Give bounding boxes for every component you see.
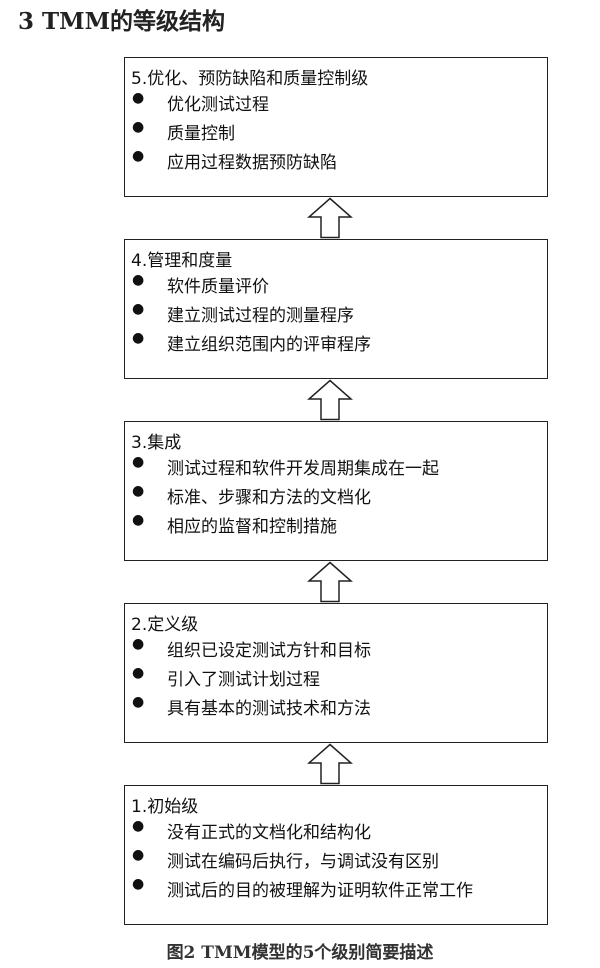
list-item: ● 应用过程数据预防缺陷 bbox=[125, 148, 547, 177]
list-item: ● 没有正式的文档化和结构化 bbox=[125, 818, 547, 847]
list-item: ● 具有基本的测试技术和方法 bbox=[125, 694, 547, 723]
level-box-1: 1.初始级 ● 没有正式的文档化和结构化 ● 测试在编码后执行，与调试没有区别 ● 测… bbox=[124, 785, 548, 925]
bullet-icon: ● bbox=[132, 119, 145, 135]
level-title: 1.初始级 bbox=[131, 797, 199, 817]
list-item: ● 优化测试过程 bbox=[125, 90, 547, 119]
bullet-icon: ● bbox=[132, 847, 145, 863]
level-item-list: ● 软件质量评价 ● 建立测试过程的测量程序 ● 建立组织范围内的评审程序 bbox=[125, 272, 547, 359]
list-item-text: 没有正式的文档化和结构化 bbox=[167, 823, 371, 843]
up-arrow-icon bbox=[307, 743, 353, 785]
list-item-text: 优化测试过程 bbox=[167, 95, 269, 115]
level-box-3: 3.集成 ● 测试过程和软件开发周期集成在一起 ● 标准、步骤和方法的文档化 ● 相应… bbox=[124, 421, 548, 561]
bullet-icon: ● bbox=[132, 272, 145, 288]
level-item-list: ● 测试过程和软件开发周期集成在一起 ● 标准、步骤和方法的文档化 ● 相应的监督和控… bbox=[125, 454, 547, 541]
list-item: ● 组织已设定测试方针和目标 bbox=[125, 636, 547, 665]
list-item: ● 标准、步骤和方法的文档化 bbox=[125, 483, 547, 512]
level-item-list: ● 优化测试过程 ● 质量控制 ● 应用过程数据预防缺陷 bbox=[125, 90, 547, 177]
level-box-4: 4.管理和度量 ● 软件质量评价 ● 建立测试过程的测量程序 ● 建立组织范围内的评审… bbox=[124, 239, 548, 379]
bullet-icon: ● bbox=[132, 483, 145, 499]
level-item-list: ● 没有正式的文档化和结构化 ● 测试在编码后执行，与调试没有区别 ● 测试后的目的被… bbox=[125, 818, 547, 905]
list-item-text: 测试后的目的被理解为证明软件正常工作 bbox=[167, 881, 473, 901]
list-item: ● 质量控制 bbox=[125, 119, 547, 148]
list-item-text: 标准、步骤和方法的文档化 bbox=[167, 488, 371, 508]
up-arrow-icon bbox=[307, 561, 353, 603]
list-item: ● 测试后的目的被理解为证明软件正常工作 bbox=[125, 876, 547, 905]
bullet-icon: ● bbox=[132, 454, 145, 470]
bullet-icon: ● bbox=[132, 512, 145, 528]
up-arrow-icon bbox=[307, 197, 353, 239]
up-arrow-icon bbox=[307, 379, 353, 421]
bullet-icon: ● bbox=[132, 148, 145, 164]
level-box-5: 5.优化、预防缺陷和质量控制级 ● 优化测试过程 ● 质量控制 ● 应用过程数据预防缺… bbox=[124, 57, 548, 197]
bullet-icon: ● bbox=[132, 694, 145, 710]
bullet-icon: ● bbox=[132, 665, 145, 681]
list-item-text: 应用过程数据预防缺陷 bbox=[167, 153, 337, 173]
level-title: 3.集成 bbox=[131, 433, 182, 453]
list-item: ● 建立组织范围内的评审程序 bbox=[125, 330, 547, 359]
bullet-icon: ● bbox=[132, 636, 145, 652]
level-title: 4.管理和度量 bbox=[131, 251, 233, 271]
list-item: ● 软件质量评价 bbox=[125, 272, 547, 301]
list-item-text: 建立测试过程的测量程序 bbox=[167, 306, 354, 326]
bullet-icon: ● bbox=[132, 876, 145, 892]
list-item-text: 组织已设定测试方针和目标 bbox=[167, 641, 371, 661]
list-item-text: 相应的监督和控制措施 bbox=[167, 517, 337, 537]
level-title: 2.定义级 bbox=[131, 615, 199, 635]
list-item-text: 具有基本的测试技术和方法 bbox=[167, 699, 371, 719]
bullet-icon: ● bbox=[132, 330, 145, 346]
section-heading: 3 TMM的等级结构 bbox=[18, 8, 226, 35]
level-title: 5.优化、预防缺陷和质量控制级 bbox=[131, 69, 369, 89]
list-item: ● 测试在编码后执行，与调试没有区别 bbox=[125, 847, 547, 876]
figure-caption: 图2 TMM模型的5个级别简要描述 bbox=[166, 943, 434, 963]
list-item-text: 质量控制 bbox=[167, 124, 235, 144]
list-item-text: 软件质量评价 bbox=[167, 277, 269, 297]
list-item: ● 建立测试过程的测量程序 bbox=[125, 301, 547, 330]
bullet-icon: ● bbox=[132, 818, 145, 834]
list-item-text: 测试在编码后执行，与调试没有区别 bbox=[167, 852, 439, 872]
bullet-icon: ● bbox=[132, 90, 145, 106]
list-item-text: 测试过程和软件开发周期集成在一起 bbox=[167, 459, 439, 479]
level-item-list: ● 组织已设定测试方针和目标 ● 引入了测试计划过程 ● 具有基本的测试技术和方法 bbox=[125, 636, 547, 723]
level-box-2: 2.定义级 ● 组织已设定测试方针和目标 ● 引入了测试计划过程 ● 具有基本的测试技… bbox=[124, 603, 548, 743]
list-item: ● 相应的监督和控制措施 bbox=[125, 512, 547, 541]
list-item-text: 引入了测试计划过程 bbox=[167, 670, 320, 690]
list-item: ● 测试过程和软件开发周期集成在一起 bbox=[125, 454, 547, 483]
list-item-text: 建立组织范围内的评审程序 bbox=[167, 335, 371, 355]
list-item: ● 引入了测试计划过程 bbox=[125, 665, 547, 694]
bullet-icon: ● bbox=[132, 301, 145, 317]
